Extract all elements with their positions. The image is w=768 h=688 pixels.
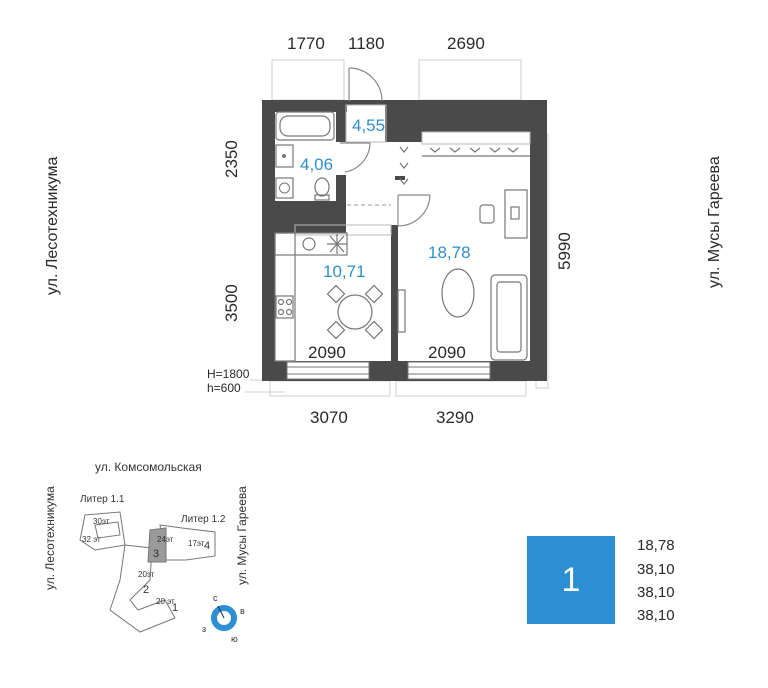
floors-c: 24эт xyxy=(157,535,174,544)
summary-area-2: 38,10 xyxy=(637,584,675,601)
compass-icon xyxy=(211,605,237,631)
section-1: 1 xyxy=(172,602,179,614)
tv-shelf xyxy=(397,289,406,333)
sink xyxy=(275,144,294,168)
dim-top-2: 1180 xyxy=(348,34,385,53)
compass-n: с xyxy=(213,593,218,603)
sill-height: h=600 xyxy=(207,381,241,395)
summary-total-area: 38,10 xyxy=(637,561,675,578)
compass-s: ю xyxy=(231,634,238,644)
site-street-right: ул. Мусы Гареева xyxy=(235,486,249,585)
dim-top-3: 2690 xyxy=(447,34,485,53)
floors-f: 20 эт xyxy=(156,597,175,606)
kitchen-counter xyxy=(274,232,348,362)
window-height: H=1800 xyxy=(207,367,250,381)
highlight-section xyxy=(147,527,167,563)
dim-bottom-1: 3070 xyxy=(310,408,348,427)
dining-table xyxy=(326,284,384,340)
section-4: 4 xyxy=(204,540,211,552)
dim-top-1: 1770 xyxy=(287,34,325,53)
area-bath: 4,55 xyxy=(352,116,386,135)
sofa xyxy=(490,274,528,361)
summary-living-area: 18,78 xyxy=(637,537,675,554)
liter-1-2: Литер 1.2 xyxy=(181,514,226,525)
dim-room-window: 2090 xyxy=(428,343,466,362)
floors-d: 17эт xyxy=(188,539,205,548)
area-room: 18,78 xyxy=(428,243,471,262)
floors-b: 32 эт xyxy=(82,535,101,544)
rooms-count-badge: 1 xyxy=(527,536,615,624)
dim-kitchen-window: 2090 xyxy=(308,343,346,362)
summary-area-3: 38,10 xyxy=(637,607,675,624)
floors-a: 30эт xyxy=(93,517,110,526)
site-street-top: ул. Комсомольская xyxy=(95,460,202,474)
compass-w: з xyxy=(202,624,207,634)
washing-machine xyxy=(275,177,294,199)
area-kitchen: 10,71 xyxy=(323,262,366,281)
section-3: 3 xyxy=(153,548,160,560)
compass-e: в xyxy=(240,606,245,616)
section-2: 2 xyxy=(143,584,150,596)
chair xyxy=(479,204,495,224)
toilet xyxy=(314,177,330,201)
dim-bottom-2: 3290 xyxy=(436,408,474,427)
bathtub xyxy=(275,111,335,141)
desk xyxy=(504,189,528,239)
area-wc: 4,06 xyxy=(300,155,334,174)
rug xyxy=(441,268,475,318)
liter-1-1: Литер 1.1 xyxy=(80,494,125,505)
site-street-left: ул. Лесотехникума xyxy=(43,486,57,590)
floors-e: 20эт xyxy=(138,570,155,579)
